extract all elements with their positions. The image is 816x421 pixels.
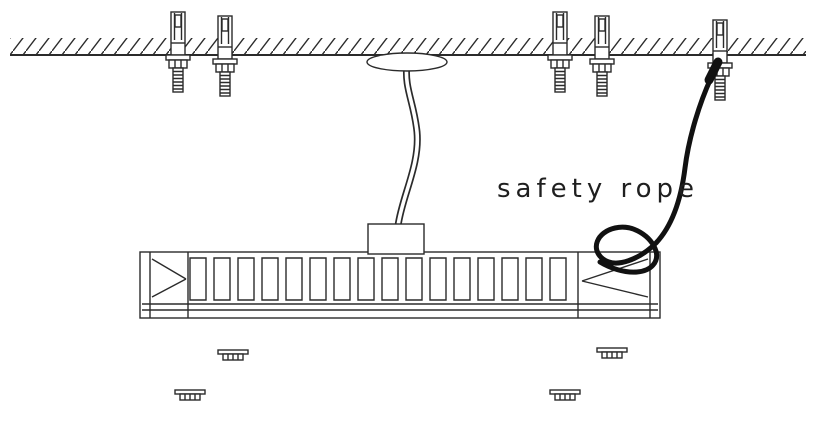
mounting-cap-3 — [174, 389, 206, 401]
mounting-block — [367, 223, 425, 255]
mounting-cap-4 — [549, 389, 581, 401]
mounting-caps — [174, 347, 628, 401]
suspension-canopy — [366, 52, 448, 72]
safety-rope — [593, 57, 723, 275]
fixture-left-end-detail — [151, 258, 187, 298]
heatsink-fins — [189, 257, 567, 301]
light-fixture-heatsink — [139, 251, 661, 319]
mounting-cap-2 — [596, 347, 628, 359]
fixture-bottom-ribs — [142, 303, 658, 311]
fixture-outline — [139, 251, 661, 319]
rope-curve — [593, 75, 714, 275]
mounting-cap-1 — [217, 349, 249, 361]
safety-rope-label: safety rope — [497, 174, 699, 204]
suspension-wire — [394, 63, 421, 227]
